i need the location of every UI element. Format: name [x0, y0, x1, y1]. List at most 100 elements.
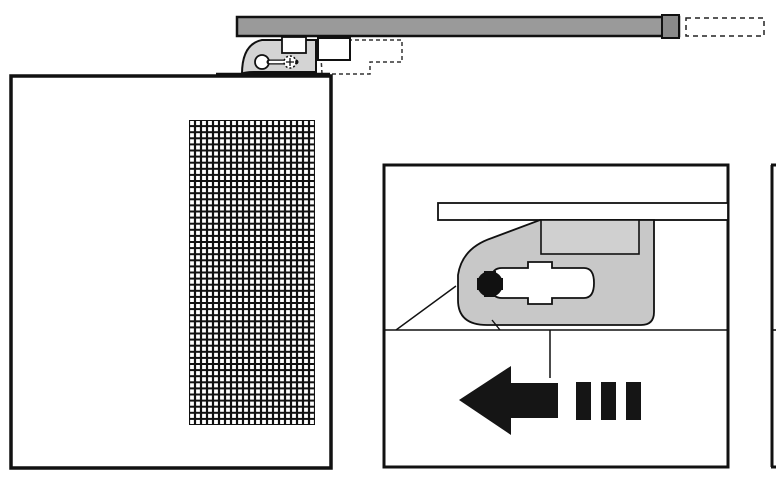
grille-hole	[310, 273, 314, 278]
grille-hole	[214, 249, 218, 254]
grille-hole	[250, 407, 254, 412]
grille-hole	[202, 261, 206, 266]
grille-hole	[220, 322, 224, 327]
grille-hole	[256, 419, 260, 424]
grille-hole	[226, 358, 230, 363]
grille-hole	[220, 358, 224, 363]
grille-hole	[286, 249, 290, 254]
grille-hole	[208, 389, 212, 394]
grille-hole	[202, 230, 206, 235]
grille-hole	[256, 145, 260, 150]
grille-hole	[292, 249, 296, 254]
grille-hole	[274, 188, 278, 193]
grille-hole	[220, 383, 224, 388]
grille-hole	[274, 169, 278, 174]
grille-hole	[214, 322, 218, 327]
grille-hole	[256, 279, 260, 284]
grille-hole	[208, 340, 212, 345]
grille-hole	[202, 371, 206, 376]
grille-hole	[214, 273, 218, 278]
grille-hole	[208, 279, 212, 284]
grille-hole	[268, 389, 272, 394]
grille-hole	[256, 291, 260, 296]
grille-hole	[256, 230, 260, 235]
grille-hole	[304, 371, 308, 376]
grille-hole	[304, 413, 308, 418]
grille-hole	[202, 413, 206, 418]
grille-hole	[214, 139, 218, 144]
grille-hole	[220, 371, 224, 376]
grille-hole	[274, 279, 278, 284]
grille-hole	[298, 261, 302, 266]
grille-hole	[214, 145, 218, 150]
grille-hole	[310, 279, 314, 284]
grille-hole	[268, 212, 272, 217]
grille-hole	[298, 182, 302, 187]
grille-hole	[262, 194, 266, 199]
grille-hole	[298, 358, 302, 363]
grille-hole	[244, 395, 248, 400]
grille-hole	[244, 285, 248, 290]
grille-hole	[250, 291, 254, 296]
left-arrow-icon	[459, 366, 558, 435]
grille-hole	[190, 230, 194, 235]
grille-hole	[250, 218, 254, 223]
grille-hole	[304, 279, 308, 284]
grille-hole	[256, 200, 260, 205]
grille-hole	[286, 230, 290, 235]
trail-dash	[626, 382, 641, 420]
grille-hole	[256, 206, 260, 211]
grille-hole	[220, 169, 224, 174]
grille-hole	[238, 206, 242, 211]
grille-hole	[250, 230, 254, 235]
grille-hole	[238, 236, 242, 241]
grille-hole	[310, 133, 314, 138]
grille-hole	[310, 413, 314, 418]
grille-hole	[232, 316, 236, 321]
grille-hole	[304, 163, 308, 168]
grille-hole	[226, 224, 230, 229]
grille-hole	[286, 261, 290, 266]
grille-hole	[286, 200, 290, 205]
grille-hole	[274, 383, 278, 388]
grille-hole	[256, 304, 260, 309]
grille-hole	[244, 352, 248, 357]
grille-hole	[304, 291, 308, 296]
grille-hole	[208, 346, 212, 351]
grille-hole	[238, 127, 242, 132]
grille-hole	[238, 273, 242, 278]
grille-hole	[286, 273, 290, 278]
trail-dash	[576, 382, 591, 420]
grille-hole	[274, 371, 278, 376]
grille-hole	[226, 377, 230, 382]
grille-hole	[280, 212, 284, 217]
grille-hole	[286, 133, 290, 138]
grille-hole	[304, 224, 308, 229]
grille-hole	[256, 224, 260, 229]
grille-hole	[310, 218, 314, 223]
grille-hole	[232, 273, 236, 278]
grille-hole	[310, 157, 314, 162]
grille-hole	[256, 316, 260, 321]
grille-hole	[232, 352, 236, 357]
grille-hole	[286, 182, 290, 187]
grille-hole	[226, 267, 230, 272]
grille-hole	[190, 377, 194, 382]
grille-hole	[202, 206, 206, 211]
grille-hole	[196, 249, 200, 254]
grille-hole	[298, 401, 302, 406]
grille-hole	[310, 243, 314, 248]
grille-hole	[298, 194, 302, 199]
grille-hole	[190, 200, 194, 205]
grille-hole	[202, 236, 206, 241]
grille-hole	[208, 163, 212, 168]
grille-hole	[196, 401, 200, 406]
grille-hole	[208, 243, 212, 248]
grille-hole	[196, 194, 200, 199]
grille-hole	[196, 365, 200, 370]
grille-hole	[226, 212, 230, 217]
grille-hole	[250, 163, 254, 168]
grille-hole	[274, 407, 278, 412]
grille-hole	[268, 218, 272, 223]
detail-partial-view	[770, 163, 776, 469]
